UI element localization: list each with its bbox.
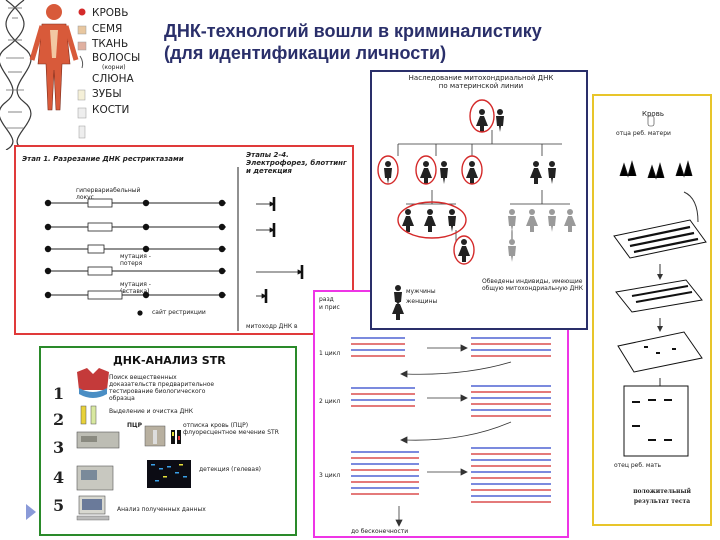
slide-title: ДНК-технологий вошли в криминалистику (д… xyxy=(164,20,720,64)
tissue-semen: СЕМЯ xyxy=(92,22,123,35)
human-body-icon xyxy=(29,4,79,111)
blot-result-line2: результат теста xyxy=(633,498,691,505)
blot-result-line1: положительный xyxy=(633,488,691,495)
str-step-number-2: 2 xyxy=(53,410,65,429)
mito-circled-note: Обведены индивиды, имеющие общую митохон… xyxy=(482,278,584,292)
blot-blood-label: Кровь xyxy=(642,110,664,118)
test-tube-icon xyxy=(80,405,87,425)
gel-tray-icon xyxy=(613,219,707,259)
autoradiograph-icon xyxy=(623,385,689,457)
str-step-number-4: 4 xyxy=(53,468,65,487)
str-step2-text: Выделение и очистка ДНК xyxy=(109,408,194,415)
tissue-hair-note: (корни) xyxy=(102,63,126,71)
pcr-diagram xyxy=(351,337,551,527)
mito-legend-male: мужчины xyxy=(406,288,436,295)
blot-labels-bottom: отец реб. мать xyxy=(614,462,662,469)
str-step4-text: детекция (гелевая) xyxy=(199,466,262,473)
rflp-panel: Этап 1. Разрезание ДНК рестриктазами Эта… xyxy=(14,145,354,335)
str-title: ДНК-АНАЛИЗ STR xyxy=(113,354,226,367)
blot-illustrations xyxy=(613,115,707,457)
rflp-stage24-label: Этапы 2-4. Электрофорез, блоттинг и дете… xyxy=(246,151,347,175)
str-step-number-5: 5 xyxy=(53,496,65,515)
str-step3-pcr-label: ПЦР xyxy=(127,422,142,429)
paternity-blot-panel: Кровь отца реб. матери отец реб. мать по… xyxy=(592,94,712,526)
str-step5-text: Анализ полученных данных xyxy=(117,506,206,513)
slide-title-line1: ДНК-технологий вошли в криминалистику xyxy=(164,21,542,41)
probe-membrane-icon xyxy=(617,331,703,373)
str-panel: ДНК-АНАЛИЗ STR 1 2 3 4 5 Поиск веществен… xyxy=(39,346,297,536)
blot-membrane-icon xyxy=(615,279,703,313)
tissue-tissue: ТКАНЬ xyxy=(92,38,129,50)
fluorescent-tube-icon xyxy=(171,430,175,444)
pcr-cycle2-label: 2 цикл xyxy=(319,398,341,405)
mito-title-line1: Наследование митохондриальной ДНК xyxy=(408,74,554,82)
rflp-mutation-loss-label: мутация - потеря xyxy=(120,253,151,267)
pcr-header-line1: разд xyxy=(319,296,334,303)
tissue-blood: КРОВЬ xyxy=(92,7,129,19)
pcr-cycle3-label: 3 цикл xyxy=(319,472,341,479)
str-illustrations xyxy=(76,368,191,521)
str-step-number-1: 1 xyxy=(53,384,65,403)
mito-title-line2: по материнской линии xyxy=(438,82,524,90)
rflp-site-legend: сайт рестрикции xyxy=(152,309,206,316)
tissue-saliva: СЛЮНА xyxy=(92,72,134,85)
rflp-diagram xyxy=(44,167,304,331)
slide-title-line2: (для идентификации личности) xyxy=(164,43,447,63)
tissue-bones: КОСТИ xyxy=(92,103,130,116)
pcr-footer: до бесконечности xyxy=(351,528,409,535)
str-step3-text: отписка кровь (ПЦР) флуоресцентное мечен… xyxy=(183,422,279,436)
slide-nav-arrow-icon[interactable] xyxy=(26,504,36,520)
pcr-cycle1-label: 1 цикл xyxy=(319,350,341,357)
rflp-mutation-gain-label: мутация - (вставка) xyxy=(120,281,151,295)
pcr-panel: разд и прис 1 цикл 2 цикл 3 цикл до беск… xyxy=(313,290,569,538)
mito-inheritance-panel: Наследование митохондриальной ДНК по мат… xyxy=(370,70,588,330)
tissue-teeth: ЗУБЫ xyxy=(92,88,122,100)
rflp-stage1-label: Этап 1. Разрезание ДНК рестриктазами xyxy=(22,155,184,163)
mito-pedigree xyxy=(377,99,576,320)
rflp-locus-label: гипервариабельный локус xyxy=(76,187,141,201)
pcr-header-line2: и прис xyxy=(319,304,340,311)
tissue-list: КРОВЬ СЕМЯ ТКАНЬ ВОЛОСЫ (корни) СЛЮНА ЗУ… xyxy=(92,6,140,118)
blot-labels-top: отца реб. матери xyxy=(616,130,671,137)
tissue-hair: ВОЛОСЫ xyxy=(92,51,141,64)
tissue-sources-illustration: КРОВЬ СЕМЯ ТКАНЬ ВОЛОСЫ (корни) СЛЮНА ЗУ… xyxy=(0,0,150,150)
dna-helix-icon xyxy=(0,0,87,150)
str-step-number-3: 3 xyxy=(53,438,65,457)
rflp-footer: митоходр ДНК в xyxy=(246,323,298,330)
mito-legend-female: женщины xyxy=(406,298,438,305)
str-step1-text: Поиск вещественных доказательств предвар… xyxy=(109,374,215,402)
evidence-shirt-icon xyxy=(77,368,109,390)
